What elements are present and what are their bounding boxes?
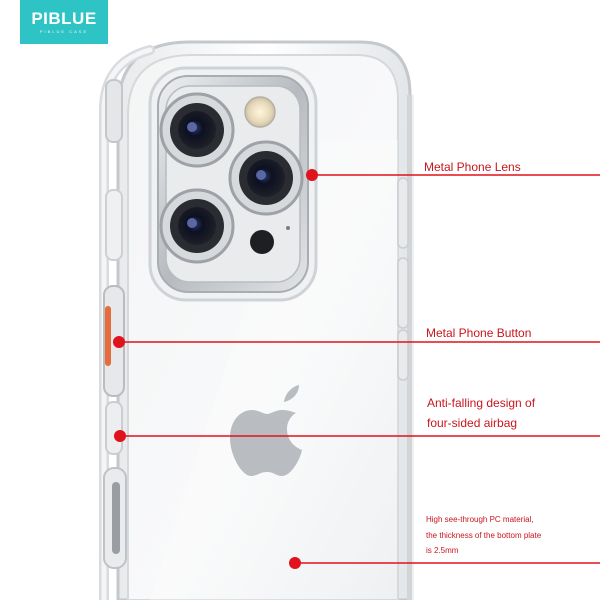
apple-logo-icon [230,385,302,476]
brand-name: PIBLUE [31,9,97,28]
material-label-line2: the thickness of the bottom plate [426,531,542,540]
material-label-line3: is 2.5mm [426,546,459,555]
lens-label: Metal Phone Lens [424,160,521,174]
callout-lens [306,169,600,181]
flash-icon [244,96,276,128]
brand-logo: PIBLUE PIBLUE CASE [20,0,108,44]
lidar-sensor-icon [250,230,274,254]
material-label-line1: High see-through PC material, [426,515,534,524]
right-side-buttons [397,177,409,381]
callout-airbag [114,430,600,442]
camera-module [148,66,318,302]
airbag-label-line1: Anti-falling design of [427,396,536,410]
callout-material [289,557,600,569]
airbag-label-line2: four-sided airbag [427,416,518,430]
brand-tagline: PIBLUE CASE [39,29,89,34]
callout-button [113,336,600,348]
button-label: Metal Phone Button [426,326,532,340]
